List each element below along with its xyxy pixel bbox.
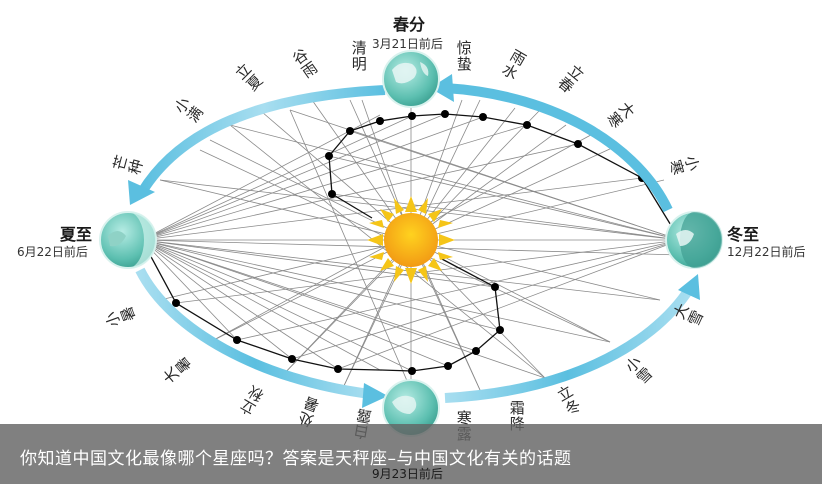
season-summer-name: 夏至 bbox=[60, 225, 93, 244]
season-summer-date: 6月22日前后 bbox=[17, 245, 88, 259]
caption-bar: 你知道中国文化最像哪个星座吗？答案是天秤座–与中国文化有关的话题 bbox=[0, 424, 822, 484]
season-autumn-date: 9月23日前后 bbox=[372, 467, 443, 481]
season-winter-date: 12月22日前后 bbox=[727, 245, 806, 259]
earth-spring-icon bbox=[382, 50, 440, 108]
season-spring-date: 3月21日前后 bbox=[372, 37, 443, 51]
earth-winter-icon bbox=[665, 211, 723, 269]
orbit-arrows bbox=[128, 74, 700, 408]
season-winter-name: 冬至 bbox=[727, 225, 760, 244]
sun-icon bbox=[367, 196, 455, 284]
caption-text: 你知道中国文化最像哪个星座吗？答案是天秤座–与中国文化有关的话题 bbox=[20, 449, 572, 469]
term-qingming: 清明 bbox=[349, 40, 368, 72]
term-jingzhe: 惊蛰 bbox=[454, 40, 473, 72]
earth-autumn-icon bbox=[382, 379, 440, 437]
season-spring-name: 春分 bbox=[393, 15, 426, 34]
grid-lines bbox=[141, 99, 681, 391]
earth-summer-icon bbox=[99, 211, 157, 269]
